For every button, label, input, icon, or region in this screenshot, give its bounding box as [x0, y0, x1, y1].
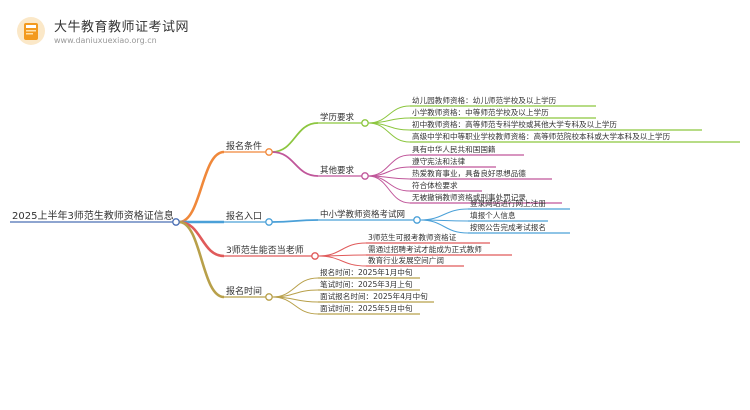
branch-knob-3 [265, 293, 273, 301]
leaf-0-0-0: 幼儿园教师资格：幼儿师范学校及以上学历 [412, 95, 557, 105]
leaf-connector-0-1-4 [367, 175, 411, 204]
leaf-connector-2-0 [317, 242, 367, 257]
branch-2: 3师范生能否当老师 [226, 244, 304, 256]
leaf-connector-3-3 [271, 296, 319, 315]
leaf-connector-3-0 [271, 277, 319, 298]
child-connector-0-0 [271, 122, 319, 153]
leaf-0-0-1: 小学教师资格：中等师范学校及以上学历 [412, 107, 549, 117]
leaf-connector-0-1-1 [367, 166, 411, 177]
leaf-0-1-2: 热爱教育事业，具备良好思想品德 [412, 168, 526, 178]
leaf-connector-1-0-2 [419, 219, 469, 234]
sub-topic-0-0: 学历要求 [320, 112, 355, 123]
sub-topic-1-0: 中小学教师资格考试网 [320, 209, 405, 220]
sub-topic-knob-0-0 [361, 119, 369, 127]
sub-topic-knob-0-1 [361, 172, 369, 180]
leaf-0-0-3: 高级中学和中等职业学校教师资格：高等师范院校本科或大学本科及以上学历 [412, 131, 671, 141]
leaf-0-1-4: 无被撤销教师资格或刑事处罚记录 [412, 192, 526, 202]
root-collapse-knob [172, 218, 180, 226]
branch-knob-0 [265, 148, 273, 156]
branch-knob-1 [265, 218, 273, 226]
leaf-2-0: 3师范生可报考教师资格证 [368, 232, 457, 242]
leaf-1-0-2: 按照公告完成考试报名 [470, 222, 546, 232]
leaf-1-0-0: 登录网站进行网上注册 [470, 198, 546, 208]
branch-1: 报名入口 [226, 210, 262, 222]
leaf-0-0-2: 初中教师资格：高等师范专科学校或其他大学专科及以上学历 [412, 119, 617, 129]
leaf-0-1-0: 具有中华人民共和国国籍 [412, 144, 496, 154]
branch-knob-2 [311, 252, 319, 260]
leaf-3-1: 笔试时间：2025年3月上旬 [320, 279, 413, 289]
book-logo-icon [17, 17, 45, 45]
site-header: 大牛教育教师证考试网 www.daniuxuexiao.org.cn [16, 14, 216, 50]
child-connector-1-0 [271, 219, 319, 223]
leaf-connector-0-0-3 [367, 122, 411, 143]
site-url: www.daniuxuexiao.org.cn [54, 36, 157, 45]
leaf-0-1-1: 遵守宪法和法律 [412, 156, 466, 166]
sub-topic-0-1: 其他要求 [320, 165, 355, 176]
branch-connector-3 [178, 220, 225, 299]
leaf-1-0-1: 填报个人信息 [470, 210, 516, 220]
root-topic: 2025上半年3师范生教师资格证信息 [12, 209, 174, 222]
leaf-3-2: 面试报名时间：2025年4月中旬 [320, 291, 428, 301]
leaf-0-1-3: 符合体检要求 [412, 180, 458, 190]
leaf-3-3: 面试时间：2025年5月中旬 [320, 303, 413, 313]
site-name: 大牛教育教师证考试网 [54, 20, 190, 35]
branch-connector-0 [178, 150, 225, 224]
leaf-connector-0-1-0 [367, 154, 411, 177]
branch-0: 报名条件 [226, 140, 262, 152]
leaf-2-1: 需通过招聘考试才能成为正式教师 [368, 244, 482, 254]
leaf-connector-1-0-0 [419, 208, 469, 221]
branch-connector-2 [178, 220, 225, 258]
leaf-3-0: 报名时间：2025年1月中旬 [320, 267, 413, 277]
child-connector-0-1 [271, 151, 319, 177]
branch-3: 报名时间 [226, 285, 262, 297]
leaf-connector-2-2 [317, 255, 367, 267]
leaf-2-2: 教育行业发展空间广阔 [368, 255, 444, 265]
sub-topic-knob-1-0 [413, 216, 421, 224]
